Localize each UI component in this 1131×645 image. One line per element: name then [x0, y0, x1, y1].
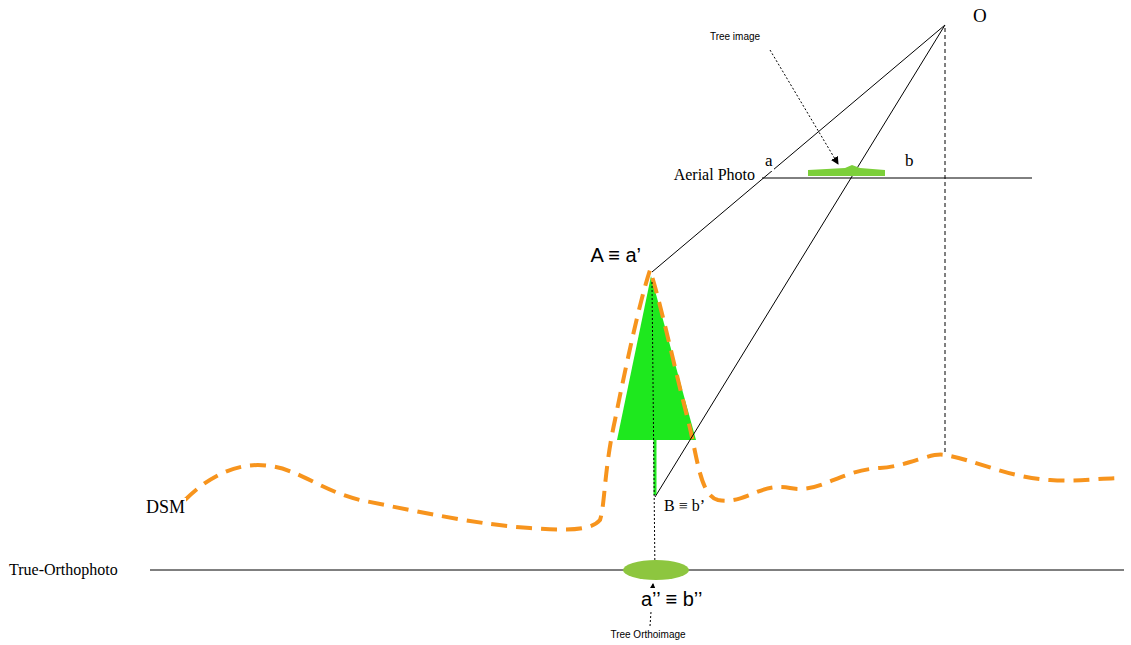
point-label: a’’ ≡ b’’: [640, 588, 703, 610]
plane-label: Aerial Photo: [673, 166, 756, 184]
point-label: a: [764, 152, 774, 171]
point-label: O: [972, 6, 988, 27]
point-label: b: [904, 152, 915, 171]
callout-label: Tree image: [709, 31, 761, 42]
plane-label: True-Orthophoto: [8, 561, 119, 579]
surface-label: DSM: [145, 498, 186, 518]
projection-ray: [655, 25, 945, 497]
tree-orthoimage-shape: [623, 560, 689, 580]
callout-label: Tree Orthoimage: [609, 629, 686, 640]
nadir-line: [945, 28, 946, 455]
leader-line: [770, 50, 838, 164]
point-label: B ≡ b’: [663, 497, 706, 515]
point-label: A ≡ a’: [589, 244, 642, 266]
orthogonal-projection: [652, 282, 655, 577]
tree-image-shape: [808, 165, 885, 176]
photo-plane: [762, 178, 1032, 179]
projection-ray: [652, 25, 945, 272]
